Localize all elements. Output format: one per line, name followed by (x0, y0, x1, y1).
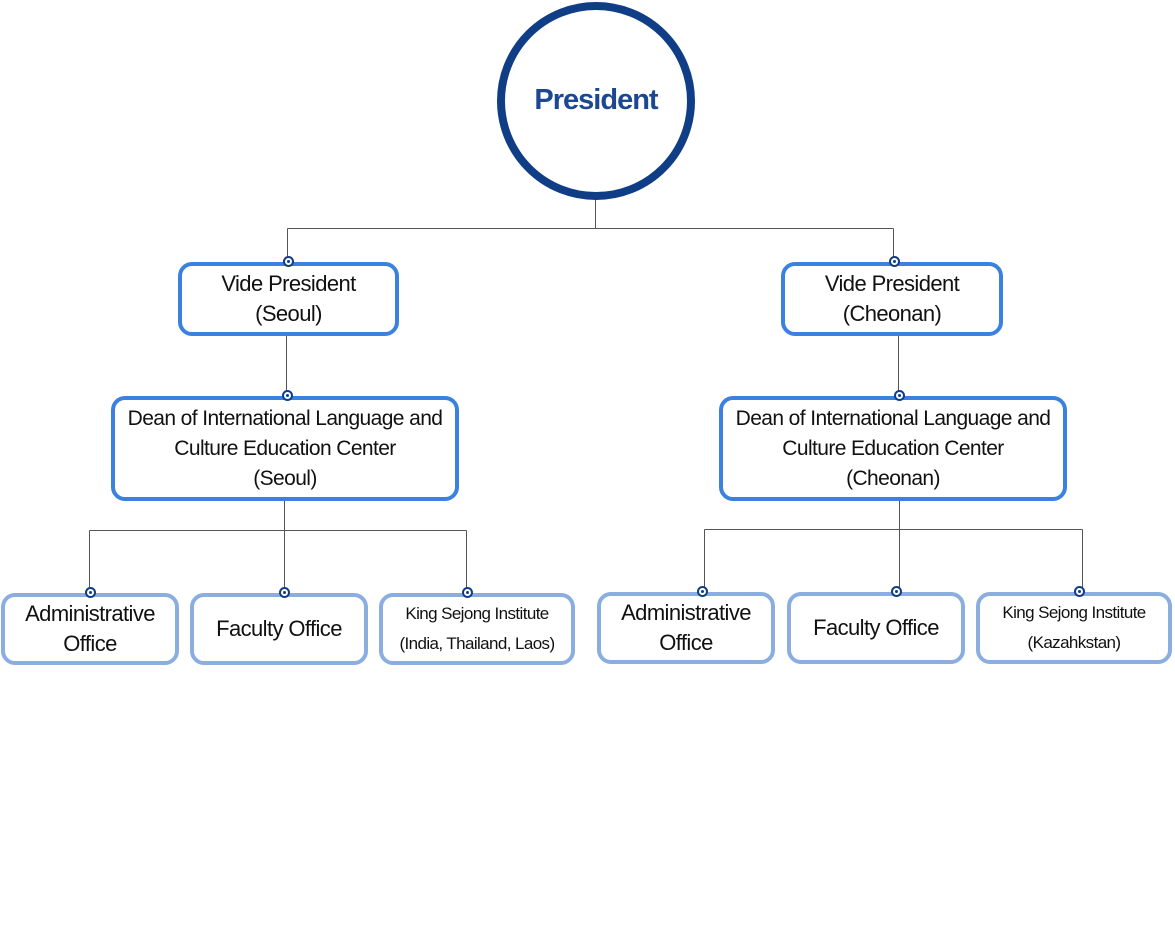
faculty-office-cheonan-box: Faculty Office (787, 592, 965, 664)
connector-dot-ksi-seoul (462, 587, 473, 598)
faculty-office-seoul-box: Faculty Office (190, 593, 368, 665)
connector-dot-dean-seoul (282, 390, 293, 401)
connector-dot-faculty-cheonan (891, 586, 902, 597)
dean-cheonan-box: Dean of International Language and Cultu… (719, 396, 1067, 501)
vice-president-cheonan-box: Vide President (Cheonan) (781, 262, 1003, 336)
faculty-office-seoul-label: Faculty Office (216, 616, 342, 641)
dean-cheonan-line2: Culture Education Center (782, 436, 1004, 460)
king-sejong-institute-cheonan-box: King Sejong Institute (Kazahkstan) (976, 592, 1172, 664)
king-sejong-institute-seoul-box: King Sejong Institute (India, Thailand, … (379, 593, 575, 665)
administrative-office-cheonan-box: Administrative Office (597, 592, 775, 664)
dean-seoul-line1: Dean of International Language and (127, 406, 443, 430)
faculty-office-cheonan-label: Faculty Office (813, 615, 939, 640)
king-sejong-institute-seoul-countries: (India, Thailand, Laos) (399, 634, 555, 653)
vice-president-cheonan-campus: (Cheonan) (842, 301, 942, 326)
king-sejong-institute-cheonan-title: King Sejong Institute (1002, 603, 1146, 622)
dean-cheonan-campus: (Cheonan) (846, 466, 940, 490)
connector-dot-admin-cheonan (697, 586, 708, 597)
vice-president-seoul-box: Vide President (Seoul) (178, 262, 399, 336)
vice-president-seoul-campus: (Seoul) (255, 301, 322, 326)
king-sejong-institute-cheonan-country: (Kazahkstan) (1027, 633, 1122, 652)
king-sejong-institute-seoul-title: King Sejong Institute (405, 604, 549, 623)
administrative-office-cheonan-line2: Office (659, 630, 713, 655)
dean-seoul-campus: (Seoul) (253, 466, 317, 490)
dean-cheonan-line1: Dean of International Language and (735, 406, 1051, 430)
dean-seoul-line2: Culture Education Center (174, 436, 396, 460)
connector-dot-dean-cheonan (894, 390, 905, 401)
administrative-office-seoul-line1: Administrative (25, 601, 155, 626)
connector-dot-ksi-cheonan (1074, 586, 1085, 597)
president-node: President (497, 2, 695, 200)
connector-dot-vp-cheonan (889, 256, 900, 267)
president-label: President (534, 83, 658, 116)
connector-dot-admin-seoul (85, 587, 96, 598)
administrative-office-seoul-line2: Office (63, 631, 117, 656)
administrative-office-cheonan-line1: Administrative (621, 600, 751, 625)
connector-dot-vp-seoul (283, 256, 294, 267)
dean-seoul-box: Dean of International Language and Cultu… (111, 396, 459, 501)
connector-dot-faculty-seoul (279, 587, 290, 598)
vice-president-cheonan-title: Vide President (824, 271, 960, 296)
administrative-office-seoul-box: Administrative Office (1, 593, 179, 665)
vice-president-seoul-title: Vide President (221, 271, 356, 296)
